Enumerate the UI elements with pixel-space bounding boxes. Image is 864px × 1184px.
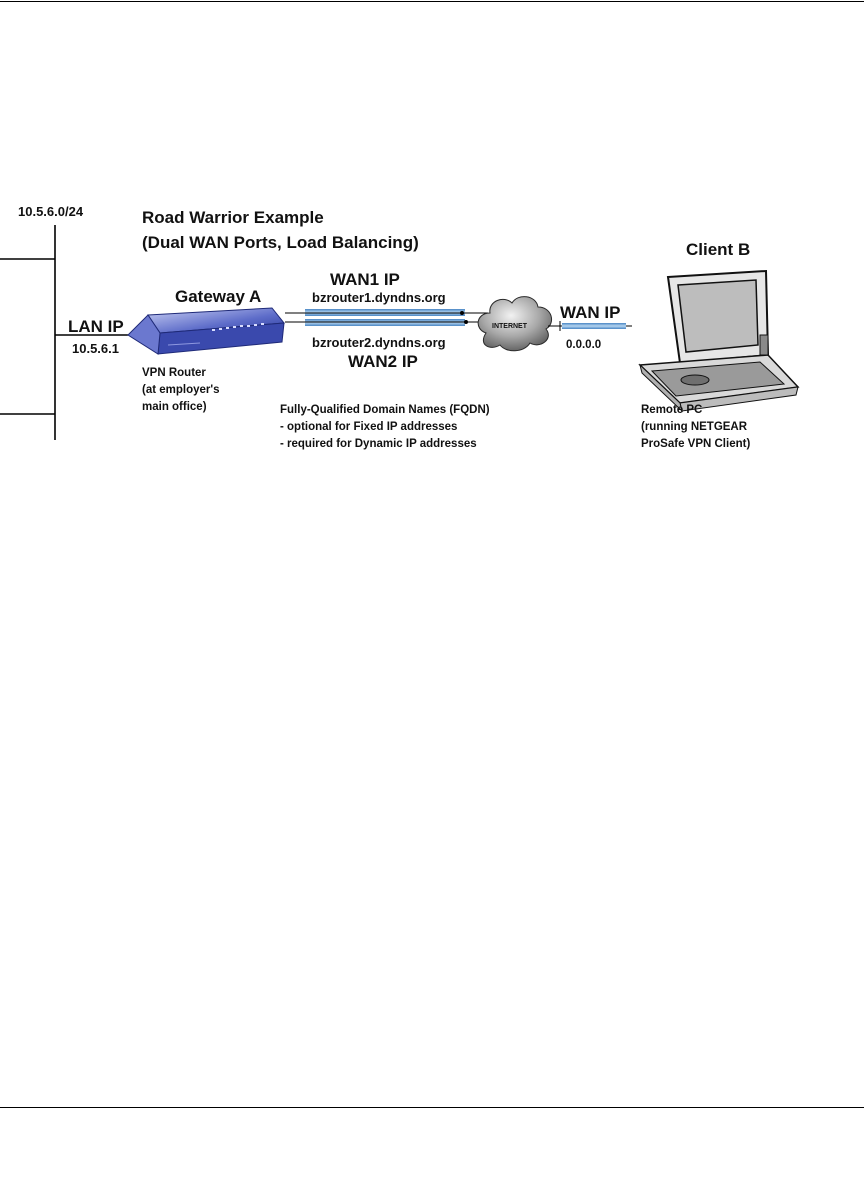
client-desc-line1: Remote PC [641, 404, 702, 416]
laptop-icon [638, 269, 800, 413]
wan2-link [285, 319, 488, 326]
wan1-host: bzrouter1.dyndns.org [312, 290, 446, 305]
gateway-label: Gateway A [175, 287, 261, 306]
client-desc-line3: ProSafe VPN Client) [641, 438, 750, 450]
lan-ip-value: 10.5.6.1 [72, 341, 119, 356]
road-warrior-diagram: 10.5.6.0/24 Road Warrior Example (Dual W… [0, 204, 800, 450]
footer-rule [0, 1107, 864, 1108]
internet-cloud-icon: INTERNET [477, 296, 553, 352]
gateway-desc-line3: main office) [142, 401, 207, 413]
fqdn-note-line1: Fully-Qualified Domain Names (FQDN) [280, 404, 490, 416]
wan1-label: WAN1 IP [330, 270, 400, 289]
fqdn-note-line3: - required for Dynamic IP addresses [280, 438, 477, 450]
client-wan-value: 0.0.0.0 [566, 339, 601, 351]
diagram-title-line2: (Dual WAN Ports, Load Balancing) [142, 233, 419, 252]
wan1-link [285, 309, 488, 316]
wan2-label: WAN2 IP [348, 352, 418, 371]
fqdn-note-line2: - optional for Fixed IP addresses [280, 421, 457, 433]
lan-segment [0, 225, 128, 440]
router-icon [127, 307, 285, 355]
lan-ip-label: LAN IP [68, 317, 124, 336]
diagram-title-line1: Road Warrior Example [142, 208, 324, 227]
header-rule [0, 1, 864, 2]
gateway-desc-line1: VPN Router [142, 367, 206, 379]
client-wan-label: WAN IP [560, 303, 620, 322]
client-wan-link [548, 321, 632, 331]
client-label: Client B [686, 240, 750, 259]
gateway-desc-line2: (at employer's [142, 384, 220, 396]
wan2-host: bzrouter2.dyndns.org [312, 335, 446, 350]
subnet-label: 10.5.6.0/24 [18, 204, 84, 219]
internet-label: INTERNET [492, 323, 528, 330]
client-desc-line2: (running NETGEAR [641, 421, 748, 433]
